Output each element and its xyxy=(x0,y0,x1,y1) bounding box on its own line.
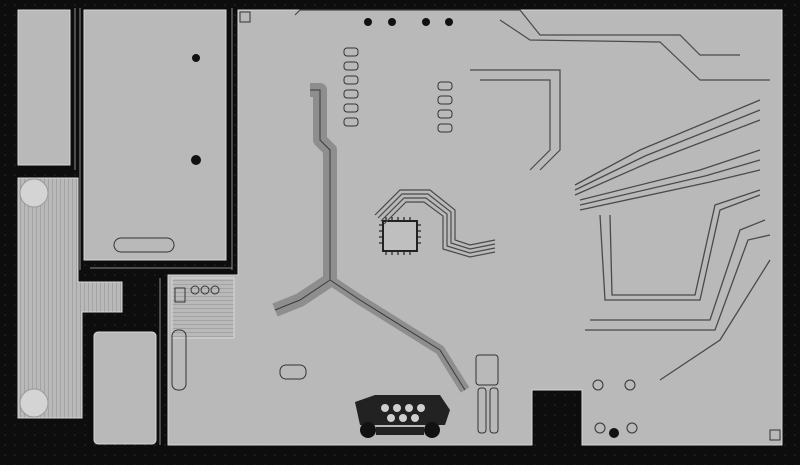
corner-mark xyxy=(769,429,781,441)
board-outlines xyxy=(74,8,233,445)
capacitor-pads xyxy=(343,47,453,133)
mounting-holes xyxy=(19,54,619,438)
qfn-chip xyxy=(379,217,421,255)
left-top-copper xyxy=(17,9,71,166)
top-edge-traces xyxy=(294,9,770,171)
lower-copper-block xyxy=(93,331,157,445)
middle-hatched-pour xyxy=(171,277,235,339)
chip-bus-traces xyxy=(374,189,496,258)
ground-bus-hatch xyxy=(274,89,331,311)
left-hatched-pour xyxy=(17,177,123,419)
main-copper-pour xyxy=(167,9,783,446)
bottom-connector xyxy=(355,395,450,438)
middle-connector xyxy=(174,285,220,303)
header-connector xyxy=(364,18,453,26)
corner-mark-top xyxy=(239,11,251,23)
right-routing-traces xyxy=(574,99,771,381)
misc-pads xyxy=(113,237,638,434)
upper-copper-block xyxy=(83,9,227,261)
